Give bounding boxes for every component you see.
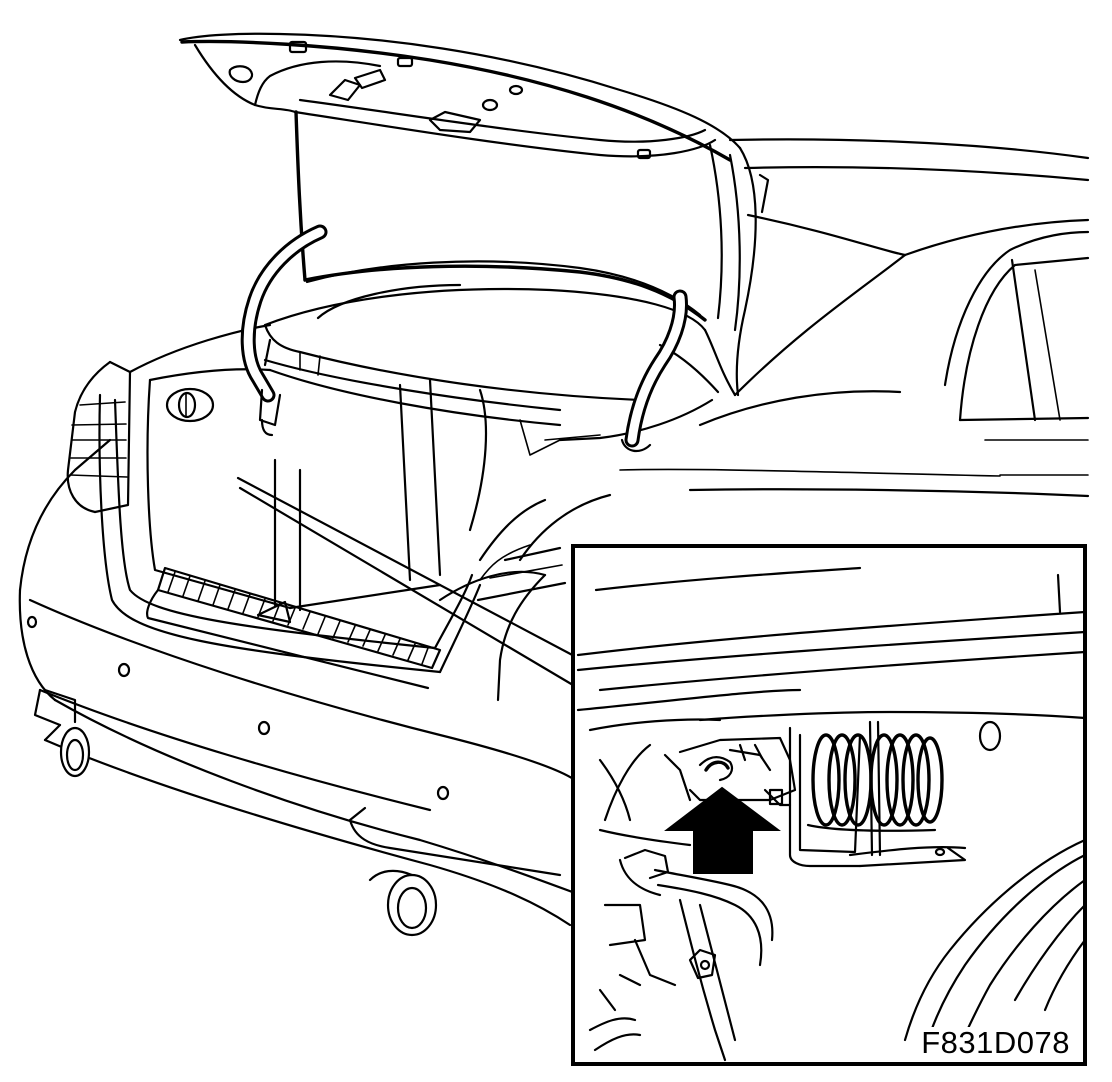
tail-light-right xyxy=(478,500,565,600)
latch-bracket xyxy=(680,738,795,805)
trunk-opening xyxy=(100,325,601,688)
trunk-lid xyxy=(180,34,768,440)
hinge-arm-right xyxy=(622,297,680,451)
inset-detail xyxy=(573,546,1085,1064)
direction-arrow xyxy=(667,788,778,873)
hinge-arm-left xyxy=(248,232,320,435)
figure-code: F831D078 xyxy=(917,1027,1074,1058)
hinge-spring xyxy=(790,722,965,866)
car-body xyxy=(20,139,1088,935)
inset-frame xyxy=(573,546,1085,1064)
callout-lines xyxy=(238,478,578,688)
